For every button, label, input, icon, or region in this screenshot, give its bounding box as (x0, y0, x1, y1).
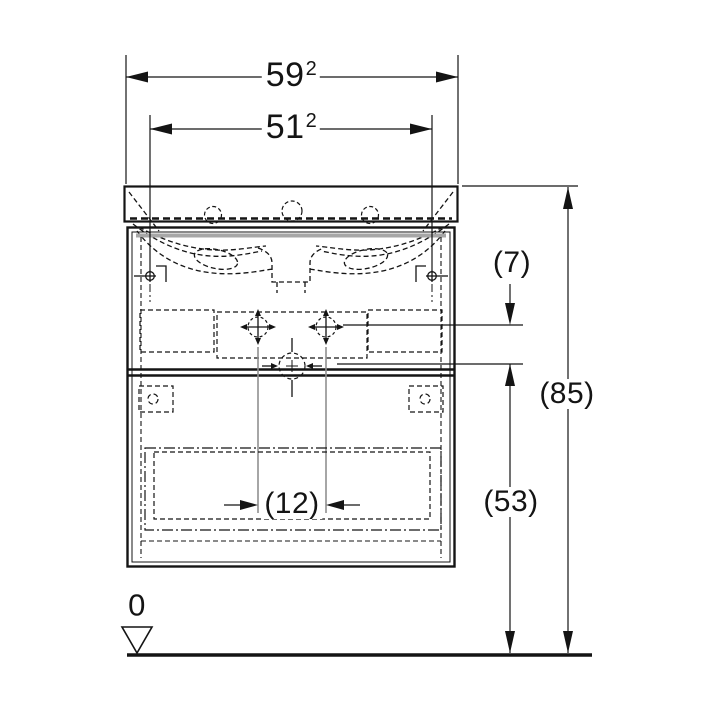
cabinet-carcass (126, 226, 456, 568)
washbasin-outline (123, 185, 459, 223)
label-connection-offset: (7) (489, 248, 535, 278)
lower-drawer-details (138, 385, 444, 531)
overall-width-value: 59 (265, 56, 305, 94)
tap-hole-markings (203, 200, 380, 225)
label-connection-spacing: (12) (261, 489, 323, 519)
siphon-funnel (257, 247, 325, 283)
label-overall-height: (85) (536, 379, 598, 409)
floor-datum (120, 626, 592, 657)
dimension-connection-spacing (224, 500, 360, 510)
water-connection-left-icon (240, 309, 276, 345)
wall-anchor-right (415, 265, 448, 302)
arrow-down-icon (505, 631, 515, 653)
arrow-left-icon (326, 500, 344, 510)
dimension-fixing-width (149, 115, 433, 270)
fixing-width-footnote: 2 (305, 110, 318, 132)
connection-projection-lines (257, 347, 327, 513)
arrow-right-icon (410, 123, 432, 135)
fixing-width-value: 51 (265, 108, 305, 146)
arrow-right-icon (240, 500, 258, 510)
wall-anchor-left (134, 265, 167, 302)
arrow-right-icon (436, 71, 458, 83)
label-overall-width: 592 (261, 56, 321, 94)
basin-hidden-contours (128, 191, 454, 293)
label-fixing-width: 512 (261, 108, 321, 146)
arrow-up-icon (563, 187, 573, 209)
top-shadow-strip (136, 233, 446, 238)
arrow-left-icon (150, 123, 172, 135)
dimension-overall-height (563, 187, 573, 653)
label-trap-height: (53) (480, 487, 542, 517)
connection-leader-lines (337, 185, 578, 365)
arrow-down-icon (505, 303, 515, 325)
water-connection-right-icon (308, 309, 344, 345)
datum-triangle-icon (120, 626, 154, 655)
label-floor-datum: 0 (126, 587, 148, 623)
overall-width-footnote: 2 (305, 58, 318, 80)
upper-drawer-cutouts (139, 309, 443, 359)
arrow-down-icon (563, 631, 573, 653)
drain-connection-icon (262, 338, 322, 397)
arrow-left-icon (126, 71, 148, 83)
